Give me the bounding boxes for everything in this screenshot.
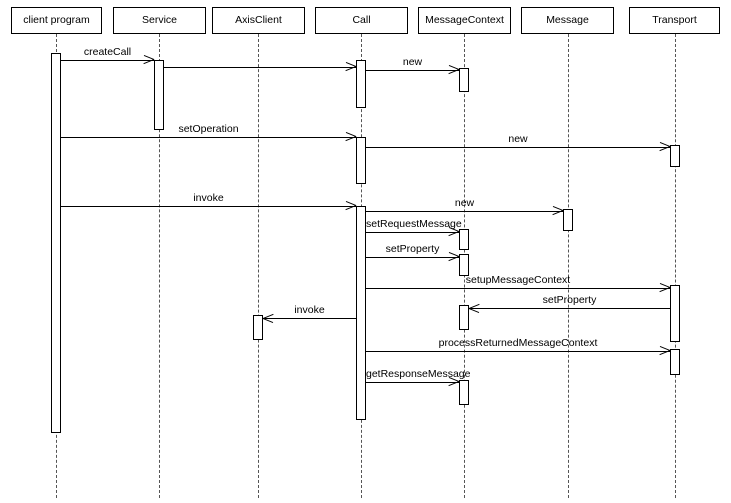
activation-bar-messagecontext <box>459 380 469 405</box>
participant-service[interactable]: Service <box>113 7 206 34</box>
participant-client[interactable]: client program <box>11 7 102 34</box>
participant-messagecontext[interactable]: MessageContext <box>418 7 511 34</box>
message-label-m11: setProperty <box>542 294 597 306</box>
participant-label: Call <box>352 14 371 27</box>
lifeline-service <box>159 34 160 498</box>
message-line-m11[interactable] <box>469 308 670 309</box>
lifeline-message <box>568 34 569 498</box>
lifeline-axisclient <box>258 34 259 498</box>
participant-label: Transport <box>652 14 697 27</box>
message-label-m7: new <box>454 197 475 209</box>
message-line-m3[interactable] <box>366 70 459 71</box>
message-line-m8[interactable] <box>366 232 459 233</box>
message-line-m4[interactable] <box>61 137 356 138</box>
message-line-m12[interactable] <box>263 318 356 319</box>
participant-message[interactable]: Message <box>521 7 614 34</box>
message-line-m5[interactable] <box>366 147 670 148</box>
message-label-m9: setProperty <box>385 243 440 255</box>
lifeline-transport <box>675 34 676 498</box>
participant-transport[interactable]: Transport <box>629 7 720 34</box>
activation-bar-messagecontext <box>459 305 469 330</box>
activation-bar-messagecontext <box>459 68 469 92</box>
message-label-m14: getResponseMessage <box>366 368 471 380</box>
message-label-m10: setupMessageContext <box>465 274 571 286</box>
activation-bar-axisclient <box>253 315 263 340</box>
participant-label: Service <box>141 14 177 27</box>
activation-bar-call <box>356 206 366 420</box>
activation-bar-transport <box>670 145 680 167</box>
participant-label: AxisClient <box>235 14 282 27</box>
activation-bar-message <box>563 209 573 231</box>
activation-bar-call <box>356 60 366 108</box>
activation-bar-service <box>154 60 164 130</box>
message-line-m14[interactable] <box>366 382 459 383</box>
activation-bar-call <box>356 137 366 184</box>
message-label-m4: setOperation <box>178 123 239 135</box>
activation-bar-messagecontext <box>459 254 469 276</box>
participant-label: MessageContext <box>425 14 504 27</box>
activation-bar-client <box>51 53 61 433</box>
message-line-m2[interactable] <box>164 67 356 68</box>
message-line-m6[interactable] <box>61 206 356 207</box>
participant-axisclient[interactable]: AxisClient <box>212 7 305 34</box>
participant-call[interactable]: Call <box>315 7 408 34</box>
message-label-m13: processReturnedMessageContext <box>438 337 598 349</box>
message-line-m7[interactable] <box>366 211 563 212</box>
message-line-m1[interactable] <box>61 60 154 61</box>
message-line-m9[interactable] <box>366 257 459 258</box>
message-label-m8: setRequestMessage <box>366 218 462 230</box>
activation-bar-transport <box>670 285 680 342</box>
activation-bar-transport <box>670 349 680 375</box>
activation-bar-messagecontext <box>459 229 469 250</box>
message-label-m12: invoke <box>294 304 325 316</box>
message-label-m3: new <box>402 56 423 68</box>
message-line-m10[interactable] <box>366 288 670 289</box>
participant-label: Message <box>546 14 589 27</box>
participant-label: client program <box>23 14 90 27</box>
message-label-m6: invoke <box>193 192 224 204</box>
message-line-m13[interactable] <box>366 351 670 352</box>
message-label-m5: new <box>508 133 528 145</box>
message-label-m1: createCall <box>83 46 132 58</box>
